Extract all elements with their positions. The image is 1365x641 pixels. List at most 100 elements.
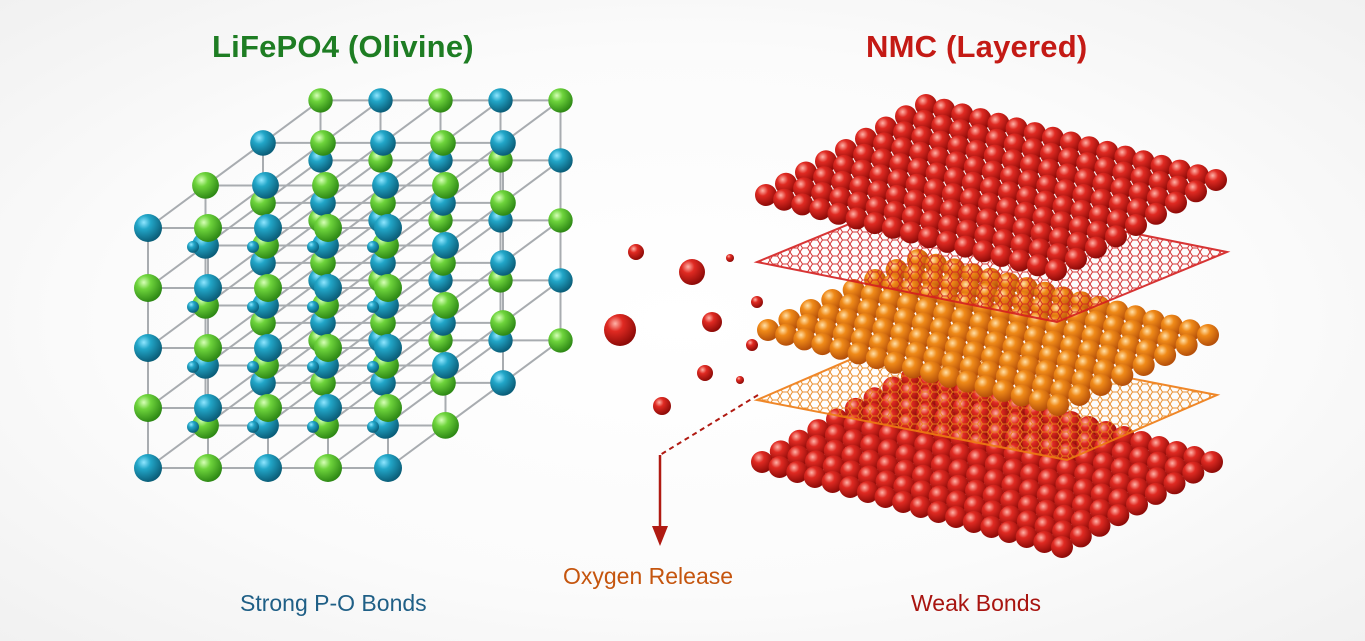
- metal-atom: [1073, 478, 1096, 501]
- metal-atom: [933, 98, 956, 121]
- oxygen-particle: [736, 376, 744, 384]
- metal-atom: [992, 229, 1015, 251]
- teal-atom: [370, 130, 396, 156]
- metal-atom: [936, 230, 959, 253]
- oxygen-release-label: Oxygen Release: [563, 563, 734, 589]
- metal-atom: [883, 351, 906, 374]
- metal-atom: [1185, 180, 1207, 203]
- metal-atom: [915, 94, 937, 116]
- metal-atom: [1055, 473, 1078, 496]
- metal-atom: [996, 197, 1019, 220]
- metal-atom: [1047, 394, 1069, 416]
- metal-atom: [1128, 462, 1151, 485]
- metal-atom: [1150, 154, 1173, 177]
- metal-atom: [869, 164, 892, 187]
- metal-atom: [1154, 344, 1177, 366]
- small-atom: [187, 360, 199, 373]
- metal-atom: [998, 521, 1021, 543]
- oxygen-particle: [697, 365, 713, 381]
- metal-atom: [931, 438, 954, 461]
- layered-structure: [751, 94, 1231, 558]
- metal-atom: [966, 464, 989, 487]
- metal-atom: [1085, 236, 1107, 259]
- teal-atom: [488, 88, 513, 113]
- olivine-lattice: [134, 88, 573, 482]
- metal-atom: [1045, 259, 1067, 281]
- metal-atom: [806, 434, 829, 457]
- metal-atom: [941, 183, 964, 206]
- oxygen-particle: [604, 314, 636, 346]
- small-atom: [307, 240, 319, 253]
- metal-atom: [895, 105, 917, 128]
- metal-atom: [965, 479, 987, 502]
- metal-atom: [893, 121, 916, 144]
- metal-atom: [1048, 227, 1071, 250]
- metal-atom: [1128, 182, 1151, 205]
- metal-atom: [1183, 446, 1206, 468]
- metal-atom: [1046, 243, 1069, 266]
- lifepo4-title: LiFePO4 (Olivine): [212, 29, 474, 64]
- small-atom: [367, 420, 379, 433]
- oxygen-particle: [628, 244, 644, 260]
- small-atom: [187, 420, 199, 433]
- green-atom: [490, 190, 516, 216]
- metal-atom: [751, 451, 773, 473]
- metal-atom: [1126, 198, 1149, 221]
- metal-atom: [994, 213, 1017, 236]
- metal-atom: [1065, 247, 1087, 270]
- green-atom: [194, 454, 222, 482]
- green-atom: [432, 172, 459, 199]
- green-atom: [194, 214, 222, 242]
- metal-atom: [1026, 254, 1049, 277]
- metal-atom: [1205, 169, 1227, 191]
- metal-atom: [974, 375, 997, 398]
- metal-atom: [811, 182, 834, 205]
- metal-atom: [983, 469, 1006, 492]
- metal-atom: [1096, 140, 1119, 163]
- metal-atom: [1023, 122, 1046, 145]
- metal-atom: [1036, 174, 1059, 197]
- metal-atom: [945, 151, 968, 174]
- teal-atom: [374, 334, 402, 362]
- metal-atom: [878, 423, 901, 446]
- metal-atom: [1086, 220, 1109, 243]
- metal-atom: [951, 103, 974, 126]
- metal-atom: [793, 177, 816, 200]
- metal-atom: [1001, 474, 1024, 497]
- green-atom: [192, 172, 219, 199]
- small-atom: [247, 360, 259, 373]
- metal-atom: [946, 490, 969, 513]
- small-atom: [307, 300, 319, 313]
- teal-atom: [432, 232, 459, 259]
- metal-atom: [987, 112, 1010, 135]
- metal-atom: [768, 456, 791, 478]
- metal-atom: [1109, 472, 1132, 495]
- metal-atom: [849, 175, 872, 198]
- teal-atom: [490, 130, 516, 156]
- nmc-caption: Weak Bonds: [911, 590, 1041, 616]
- metal-atom: [930, 454, 953, 477]
- metal-atom: [902, 356, 924, 379]
- metal-atom: [1028, 238, 1051, 261]
- metal-atom: [1034, 515, 1057, 538]
- metal-atom: [949, 443, 972, 466]
- metal-atom: [938, 365, 961, 388]
- metal-atom: [845, 207, 868, 230]
- green-atom: [432, 292, 459, 319]
- metal-atom: [929, 469, 952, 492]
- small-atom: [187, 300, 199, 313]
- teal-atom: [490, 370, 516, 396]
- metal-atom: [877, 439, 900, 462]
- metal-atom: [1145, 202, 1167, 225]
- metal-atom: [1168, 159, 1191, 182]
- metal-atom: [984, 453, 1007, 476]
- metal-atom: [876, 454, 899, 477]
- lifepo4-caption: Strong P-O Bonds: [240, 590, 427, 616]
- teal-atom: [254, 214, 282, 242]
- metal-atom: [1130, 431, 1153, 453]
- metal-atom: [1003, 133, 1026, 156]
- metal-atom: [1015, 526, 1038, 548]
- metal-atom: [847, 342, 870, 365]
- metal-atom: [1034, 190, 1057, 213]
- teal-atom: [548, 148, 573, 173]
